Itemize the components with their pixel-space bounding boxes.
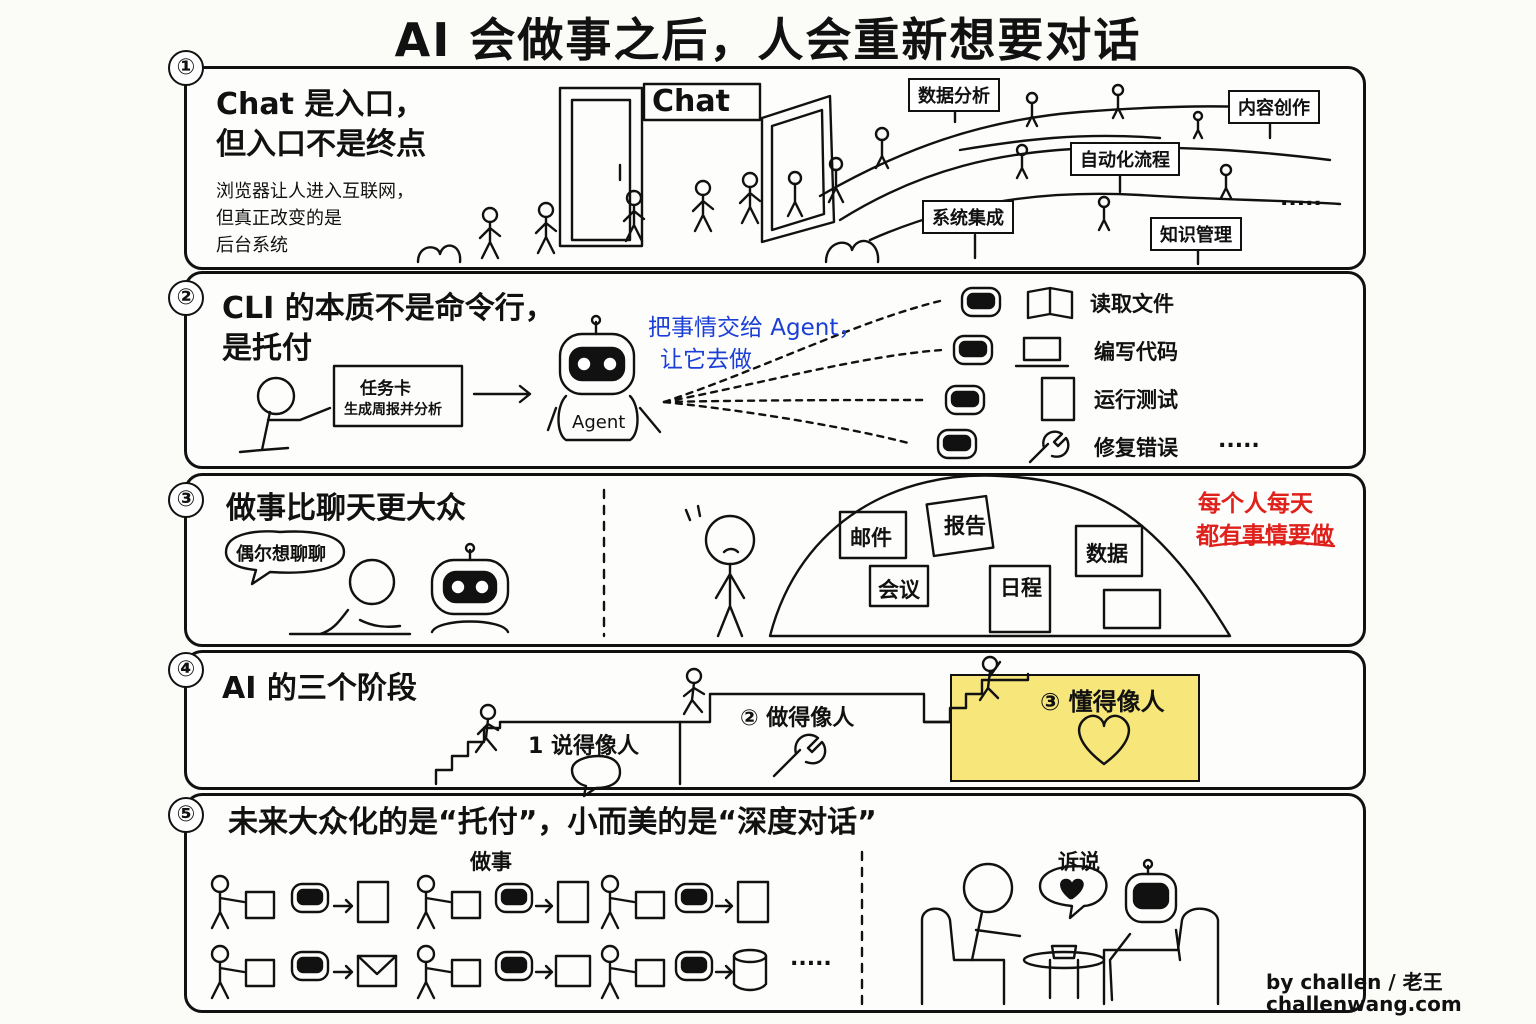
task-card-title: 任务卡 bbox=[360, 379, 411, 399]
callout-line1: 把事情交给 Agent， bbox=[648, 315, 862, 341]
sign-data-analysis: 数据分析 bbox=[908, 78, 1000, 112]
section-5-number: ⑤ bbox=[168, 797, 204, 833]
section-2-panel bbox=[184, 271, 1366, 469]
section-1-number: ① bbox=[168, 50, 204, 86]
task-read-files: 读取文件 bbox=[1090, 292, 1174, 316]
stage-2-label: ② 做得像人 bbox=[740, 706, 855, 731]
chat-bubble-text: 偶尔想聊聊 bbox=[236, 544, 326, 565]
pile-card-report bbox=[925, 494, 995, 558]
delegation-row-1 bbox=[210, 874, 770, 930]
stage-1-label: 1 说得像人 bbox=[528, 734, 639, 759]
laptop-icon bbox=[1014, 336, 1070, 368]
heart-bubble bbox=[1038, 864, 1108, 920]
pile-card-meeting bbox=[868, 564, 930, 608]
heart-icon bbox=[1060, 878, 1084, 900]
coffee-cup-icon bbox=[1050, 944, 1078, 960]
section-1-desc-line3: 后台系统 bbox=[216, 235, 288, 256]
pile-label-meeting: 会议 bbox=[878, 578, 920, 602]
chat-door-sign: Chat bbox=[652, 84, 730, 119]
pile-label-schedule: 日程 bbox=[1000, 576, 1042, 600]
sign-system-integration: 系统集成 bbox=[922, 200, 1014, 234]
callout-line2: 让它去做 bbox=[660, 347, 752, 373]
task-run-tests: 运行测试 bbox=[1094, 388, 1178, 412]
pile-card-data bbox=[1074, 524, 1144, 578]
task-card-content: 生成周报并分析 bbox=[344, 402, 442, 418]
task-fix-bugs: 修复错误 bbox=[1094, 436, 1178, 460]
conversation-scene bbox=[920, 858, 1220, 1006]
sign-content-creation: 内容创作 bbox=[1228, 90, 1320, 124]
section-2-ellipsis: ..... bbox=[1218, 428, 1260, 453]
delegation-row-2 bbox=[210, 944, 768, 1000]
heart-brain-icon bbox=[1077, 714, 1131, 766]
chatting-robot bbox=[430, 542, 510, 634]
bush-left bbox=[416, 244, 462, 264]
section-1-title-line1: Chat 是入口， bbox=[216, 87, 425, 122]
section-4-number: ④ bbox=[168, 652, 204, 688]
section-5-panel bbox=[184, 793, 1366, 1013]
credit-website: challenwang.com bbox=[1266, 992, 1462, 1016]
section-4-title: AI 的三个阶段 bbox=[222, 671, 417, 706]
open-doors-drawing bbox=[558, 82, 836, 248]
paper-pile bbox=[768, 474, 1232, 638]
sign-knowledge-management: 知识管理 bbox=[1150, 217, 1242, 251]
section-5-title: 未来大众化的是“托付”，小而美的是“深度对话” bbox=[228, 805, 877, 840]
book-icon bbox=[1026, 286, 1074, 320]
task-card-frame bbox=[332, 364, 464, 428]
armchair-right bbox=[1102, 907, 1220, 1006]
sign-automation: 自动化流程 bbox=[1070, 142, 1180, 176]
section-2-title-line2: 是托付 bbox=[222, 331, 312, 366]
dashed-arrows bbox=[662, 298, 946, 446]
section-3-title: 做事比聊天更大众 bbox=[226, 491, 466, 526]
section-1-desc-line2: 但真正改变的是 bbox=[216, 208, 342, 229]
delegating-person bbox=[238, 376, 332, 454]
arrow-to-agent bbox=[472, 384, 532, 404]
chatting-person bbox=[288, 558, 412, 636]
section-1-ellipsis: ..... bbox=[1280, 186, 1322, 211]
stage-3-label: ③ 懂得像人 bbox=[1040, 688, 1165, 716]
section-1-title-line2: 但入口不是终点 bbox=[216, 127, 426, 162]
coffee-table bbox=[1022, 950, 1106, 970]
thought-bubble bbox=[224, 530, 346, 586]
speech-icon bbox=[570, 754, 622, 798]
stair-step-3 bbox=[922, 672, 1030, 724]
section-2-number: ② bbox=[168, 280, 204, 316]
section-5-left-label: 做事 bbox=[470, 850, 512, 874]
red-underline bbox=[1208, 541, 1336, 548]
pile-card-schedule bbox=[988, 564, 1052, 634]
walking-people bbox=[478, 83, 1233, 260]
pile-card-mail bbox=[838, 510, 908, 560]
pile-label-mail: 邮件 bbox=[850, 526, 892, 550]
bush-right bbox=[824, 239, 880, 264]
section-3-number: ③ bbox=[168, 482, 204, 518]
wrench-icon bbox=[772, 733, 827, 778]
red-note-line2: 都有事情要做 bbox=[1196, 523, 1334, 549]
calendar-icon bbox=[1102, 588, 1162, 630]
credit-author: by challen / 老王 bbox=[1266, 970, 1443, 994]
task-write-code: 编写代码 bbox=[1094, 340, 1178, 364]
section-5-ellipsis: ..... bbox=[790, 946, 832, 971]
red-note-line1: 每个人每天 bbox=[1198, 491, 1313, 517]
small-robots bbox=[936, 286, 1002, 460]
section-1-desc-line1: 浏览器让人进入互联网， bbox=[216, 181, 414, 202]
page-title: AI 会做事之后，人会重新想要对话 bbox=[394, 13, 1142, 67]
climbing-people bbox=[474, 655, 1002, 754]
pile-label-data: 数据 bbox=[1086, 542, 1128, 566]
agent-label: Agent bbox=[572, 412, 626, 433]
armchair-left bbox=[920, 907, 1006, 1006]
wrench-icon bbox=[1028, 430, 1070, 464]
worried-person bbox=[684, 504, 756, 638]
pile-label-report: 报告 bbox=[944, 514, 986, 538]
section-2-title-line1: CLI 的本质不是命令行， bbox=[222, 291, 555, 326]
stair-step-1 bbox=[434, 720, 682, 786]
agent-robot bbox=[546, 314, 662, 442]
checklist-icon bbox=[1040, 376, 1076, 422]
